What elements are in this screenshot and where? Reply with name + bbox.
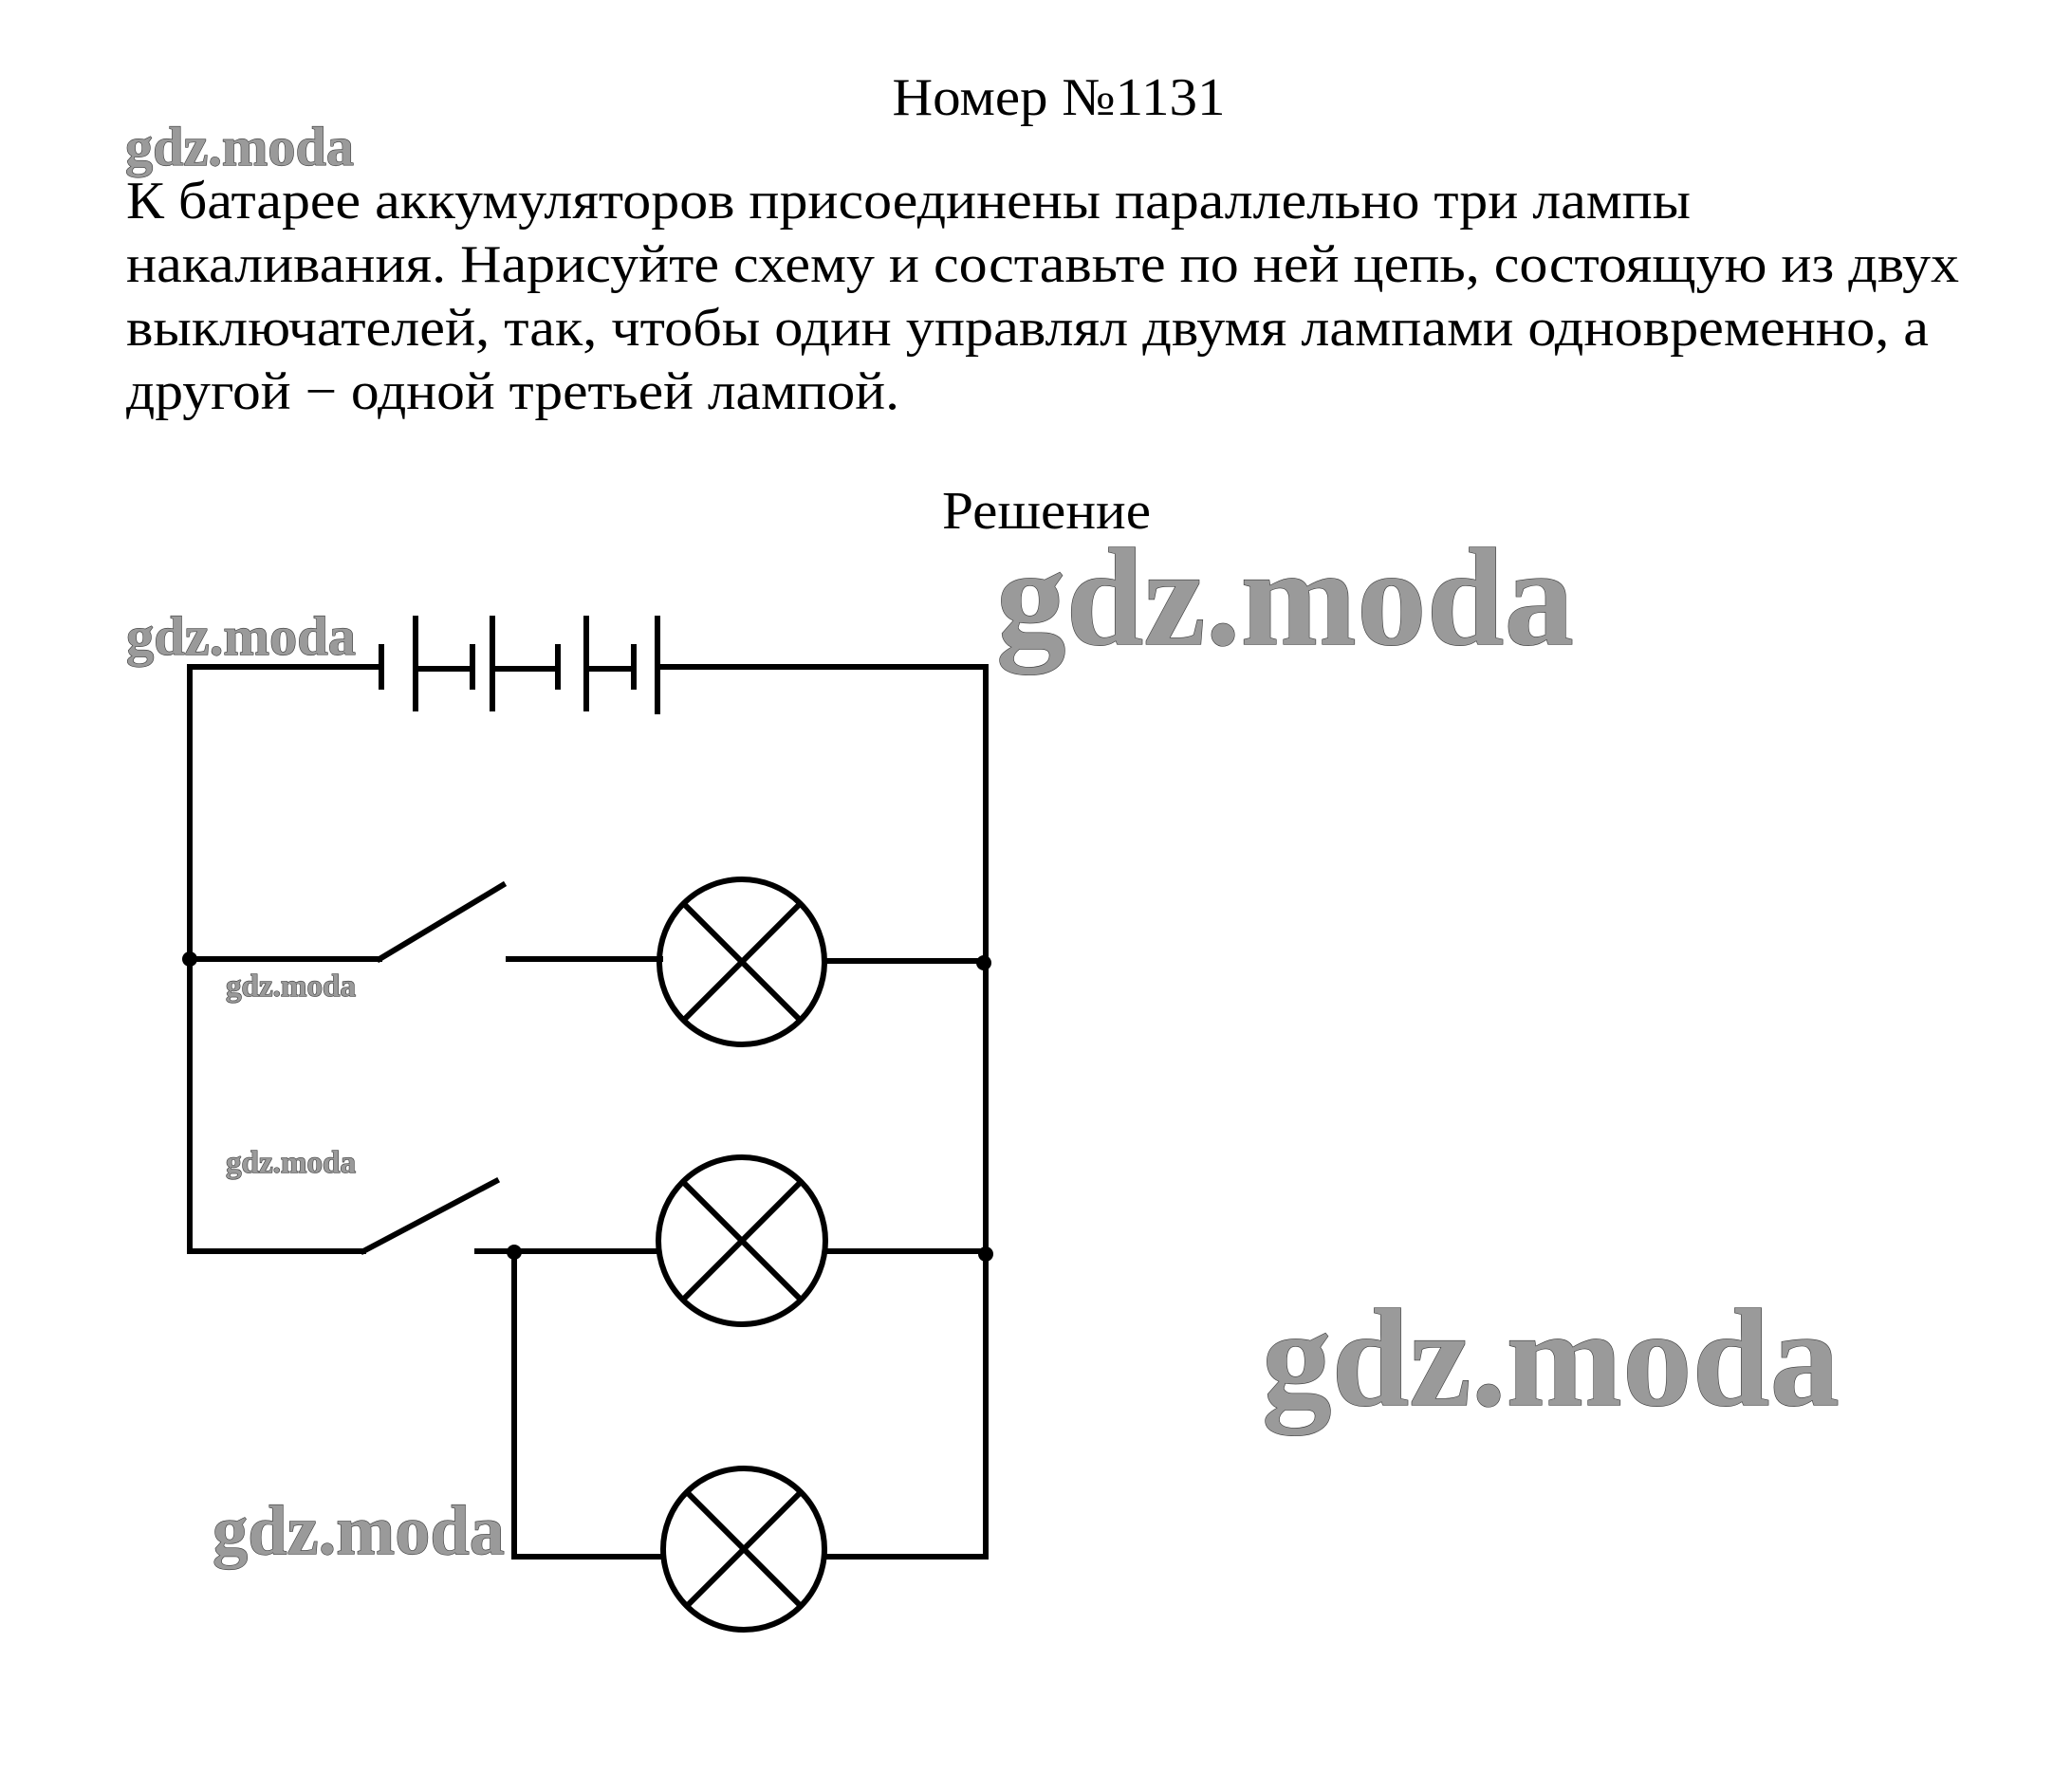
watermark: gdz.moda	[226, 1146, 356, 1180]
lamp-2-icon	[656, 1154, 989, 1327]
watermark: gdz.moda	[226, 969, 356, 1004]
watermark: gdz.moda	[996, 520, 1574, 674]
watermark: gdz.moda	[125, 116, 354, 177]
problem-line-2: накаливания. Нарисуйте схему и составьте…	[126, 235, 1959, 294]
solution-heading: Решение	[942, 482, 1151, 541]
page-title: Номер №1131	[893, 68, 1226, 127]
switch-1-icon	[187, 880, 663, 964]
battery-icon	[187, 616, 989, 714]
problem-line-3: выключателей, так, чтобы один управлял д…	[126, 299, 1929, 358]
circuit-diagram	[182, 616, 993, 1633]
problem-line-4: другой − одной третьей лампой.	[126, 362, 899, 421]
problem-line-1: К батарее аккумуляторов присоединены пар…	[126, 172, 1691, 231]
lamp-3-icon	[511, 1466, 989, 1633]
junction-dots	[182, 951, 993, 1262]
watermark: gdz.moda	[126, 605, 356, 667]
watermark: gdz.moda	[1262, 1281, 1840, 1435]
watermark: gdz.moda	[213, 1492, 505, 1570]
lamp-1-icon	[657, 877, 989, 1047]
switch-2-icon	[187, 1176, 661, 1256]
